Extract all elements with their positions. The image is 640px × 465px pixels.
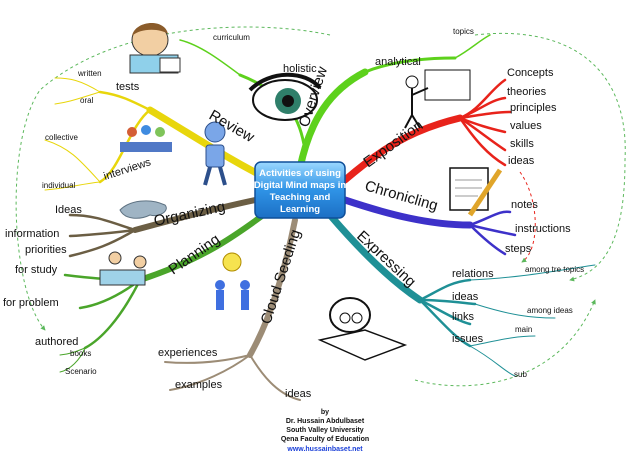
branch-cloud — [247, 217, 298, 358]
dashed-arrow-bottom — [414, 299, 596, 387]
illustration-robot-icon — [203, 121, 227, 186]
label-planning[interactable]: Planning — [166, 231, 224, 278]
label-exposition[interactable]: Exposition — [360, 117, 426, 171]
label-cloud-seeding[interactable]: Cloud Seeding — [258, 227, 305, 326]
label-organizing[interactable]: Organizing — [152, 198, 226, 230]
leaf-ideas-cloud[interactable]: ideas — [285, 388, 312, 400]
leaf-instructions[interactable]: instructions — [515, 223, 571, 235]
tiny-sub[interactable]: sub — [514, 370, 527, 379]
illustration-planners-icon — [99, 251, 147, 286]
tiny-books[interactable]: books — [70, 349, 91, 358]
illustration-student-icon — [129, 22, 181, 74]
leaf-for-study[interactable]: for study — [15, 264, 58, 276]
leaf-notes[interactable]: notes — [511, 199, 538, 211]
leaf-organizing-ideas[interactable]: Ideas — [55, 204, 82, 216]
leaf-relations[interactable]: relations — [452, 268, 494, 280]
leaf-concepts[interactable]: Concepts — [507, 67, 554, 79]
illustration-puzzle-icon — [119, 200, 167, 219]
leaf-holistic[interactable]: holistic — [283, 63, 317, 75]
leaf-theories[interactable]: theories — [507, 86, 547, 98]
branch-planning — [137, 207, 273, 283]
illustration-meeting-icon — [120, 125, 172, 152]
credit-faculty: Qena Faculty of Education — [281, 436, 369, 443]
branch-overview-tail — [363, 56, 457, 74]
leaf-steps[interactable]: steps — [505, 243, 532, 255]
leaf-for-problem[interactable]: for problem — [3, 297, 59, 309]
illustration-bulb-people-icon — [215, 252, 250, 310]
branch-overview — [296, 68, 369, 172]
leaf-interviews[interactable]: interviews — [102, 156, 153, 183]
leaf-tests[interactable]: tests — [116, 81, 140, 93]
dashed-arrow-right — [474, 32, 626, 282]
tiny-scenario[interactable]: Scenario — [65, 367, 97, 376]
credit-university: South Valley University — [286, 427, 364, 434]
dashed-arrow-left — [15, 26, 331, 331]
leaf-information[interactable]: information — [5, 228, 59, 240]
leaf-ideas-exposition[interactable]: ideas — [508, 155, 535, 167]
leaf-principles[interactable]: principles — [510, 102, 557, 114]
tiny-oral[interactable]: oral — [80, 96, 94, 105]
illustration-notepad-icon — [449, 167, 503, 217]
leaf-experiences[interactable]: experiences — [158, 347, 218, 359]
leaf-examples[interactable]: examples — [175, 379, 223, 391]
label-expressing[interactable]: Expressing — [353, 227, 419, 290]
credit-author: Dr. Hussain Abdulbaset — [286, 418, 365, 425]
relationship-arrows — [15, 26, 626, 387]
author-credits: by Dr. Hussain Abdulbaset South Valley U… — [281, 409, 369, 453]
center-line-1: Activities of using — [259, 168, 341, 179]
branch-organizing — [132, 195, 268, 233]
tiny-written[interactable]: written — [77, 69, 102, 78]
illustration-reader-icon — [317, 297, 408, 361]
tiny-among-ideas[interactable]: among ideas — [527, 306, 573, 315]
center-line-3: Teaching and — [270, 192, 331, 203]
leaf-analytical[interactable]: analytical — [375, 56, 421, 68]
branch-expressing — [326, 211, 424, 304]
leaf-values[interactable]: values — [510, 120, 542, 132]
tiny-among-tre-topics[interactable]: among tre topics — [525, 265, 584, 274]
leaf-ideas-expressing[interactable]: ideas — [452, 291, 479, 303]
tiny-topics[interactable]: topics — [453, 27, 474, 36]
illustration-eye-icon — [248, 72, 322, 121]
tiny-individual[interactable]: individual — [42, 181, 76, 190]
branch-chronicling — [341, 196, 474, 229]
leaf-skills[interactable]: skills — [510, 138, 534, 150]
credit-by: by — [321, 409, 329, 416]
tiny-collective[interactable]: collective — [45, 133, 78, 142]
tiny-curriculum[interactable]: curriculum — [213, 33, 250, 42]
credit-website-link[interactable]: www.hussainbaset.net — [286, 446, 363, 453]
branch-exposition — [341, 114, 464, 184]
illustration-teacher-icon — [404, 69, 471, 129]
center-line-2: Digital Mind maps in — [254, 180, 347, 191]
tiny-main[interactable]: main — [515, 325, 532, 334]
leaf-links[interactable]: links — [452, 311, 475, 323]
leaf-priorities[interactable]: priorities — [25, 244, 67, 256]
center-line-4: Learning — [280, 204, 320, 215]
leaf-authored[interactable]: authored — [35, 336, 78, 348]
leaf-issues[interactable]: issues — [452, 333, 484, 345]
central-topic[interactable]: Activities of using Digital Mind maps in… — [254, 161, 347, 219]
